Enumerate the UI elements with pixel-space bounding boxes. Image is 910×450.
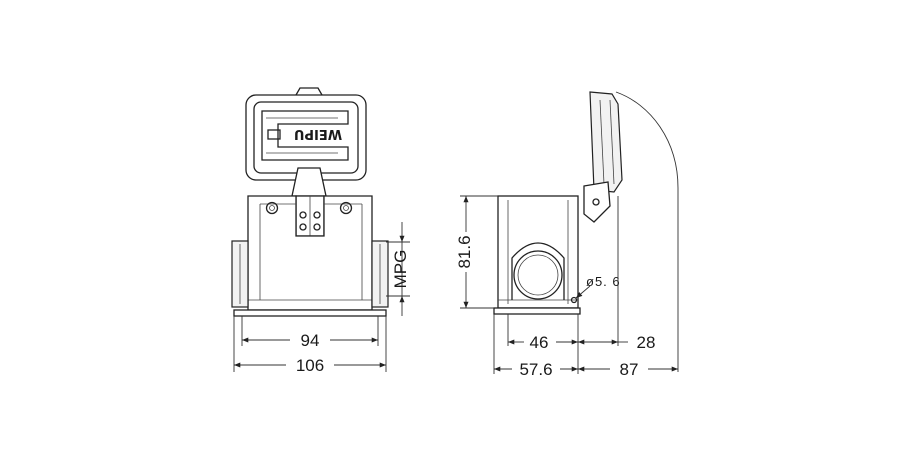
side-body: [497, 195, 579, 309]
logo-text: WEIPU: [294, 126, 342, 141]
dim-57-6-label: 57.6: [519, 360, 552, 379]
dim-hole-label: ø5. 6: [586, 274, 621, 289]
front-base: [233, 309, 387, 317]
dim-94-label: 94: [301, 331, 320, 350]
dim-106-label: 106: [296, 356, 324, 375]
side-lid: [583, 91, 623, 223]
front-lid: WEIPU: [245, 87, 367, 181]
lid-swing-arc: [615, 91, 679, 372]
front-body: [247, 195, 373, 311]
dim-28-label: 28: [637, 333, 656, 352]
dim-87-label: 87: [620, 360, 639, 379]
side-cable-entry: [511, 242, 565, 300]
front-view: WEIPU: [231, 87, 410, 375]
dim-mpg-label: MPG: [391, 250, 410, 289]
dim-height-label: 81.6: [455, 235, 474, 268]
side-base: [493, 307, 581, 315]
side-view: ø5. 6 81.6 46 28 57.6 87: [455, 91, 679, 379]
front-hinge: [291, 167, 327, 237]
dim-46-label: 46: [530, 333, 549, 352]
